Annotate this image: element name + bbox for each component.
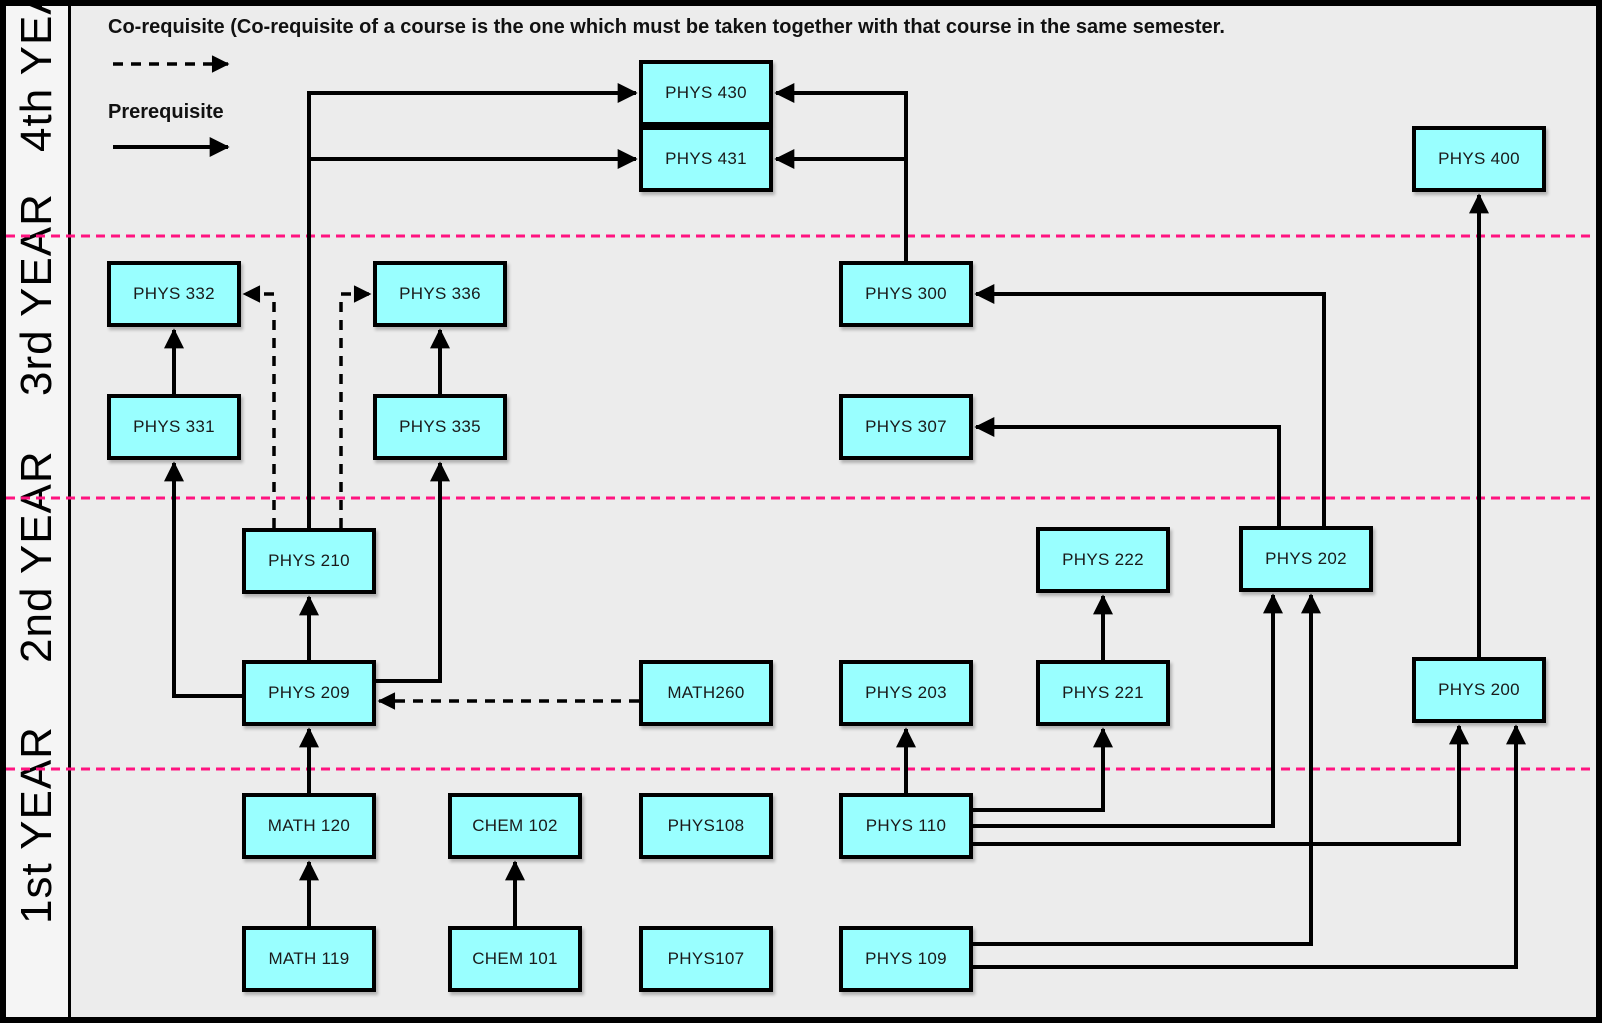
course-label-chem102: CHEM 102 bbox=[472, 816, 558, 835]
course-label-phys202: PHYS 202 bbox=[1265, 549, 1347, 568]
course-label-phys108: PHYS108 bbox=[667, 816, 745, 835]
edges-layer bbox=[6, 55, 1596, 969]
edge-phys110-phys200 bbox=[973, 724, 1469, 846]
course-box-phys200: PHYS 200 bbox=[1412, 657, 1546, 723]
course-box-math119: MATH 119 bbox=[242, 926, 376, 992]
course-box-phys222: PHYS 222 bbox=[1036, 527, 1170, 593]
course-label-phys107: PHYS107 bbox=[667, 949, 745, 968]
legend-corequisite-label: Co-requisite (Co-requisite of a course i… bbox=[108, 16, 1225, 38]
course-box-phys110: PHYS 110 bbox=[839, 793, 973, 859]
edge-phys210-phys332 bbox=[242, 285, 276, 528]
course-label-phys209: PHYS 209 bbox=[268, 683, 350, 702]
course-label-phys332: PHYS 332 bbox=[133, 284, 215, 303]
course-label-phys307: PHYS 307 bbox=[865, 417, 947, 436]
course-box-phys202: PHYS 202 bbox=[1239, 526, 1373, 592]
course-box-phys331: PHYS 331 bbox=[107, 394, 241, 460]
edge-phys202-phys307 bbox=[974, 417, 1281, 526]
year-dividers bbox=[6, 234, 1596, 771]
edge-phys209-phys335 bbox=[376, 461, 450, 683]
edge-phys210-phys336 bbox=[339, 285, 372, 528]
course-box-phys210: PHYS 210 bbox=[242, 528, 376, 594]
course-box-phys300: PHYS 300 bbox=[839, 261, 973, 327]
course-label-math120: MATH 120 bbox=[267, 816, 351, 835]
course-label-phys109: PHYS 109 bbox=[865, 949, 947, 968]
course-label-phys110: PHYS 110 bbox=[865, 816, 947, 835]
course-label-phys331: PHYS 331 bbox=[133, 417, 215, 436]
course-box-math120: MATH 120 bbox=[242, 793, 376, 859]
course-label-chem101: CHEM 101 bbox=[472, 949, 558, 968]
course-label-phys221: PHYS 221 bbox=[1062, 683, 1144, 702]
year-sidebar bbox=[6, 6, 71, 1017]
legend-prerequisite-label: Prerequisite bbox=[108, 101, 224, 123]
course-label-math260: MATH260 bbox=[667, 683, 745, 702]
course-box-phys307: PHYS 307 bbox=[839, 394, 973, 460]
edge-group bbox=[113, 55, 1526, 969]
course-box-chem102: CHEM 102 bbox=[448, 793, 582, 859]
edge-phys110-phys202 bbox=[973, 593, 1283, 828]
course-box-phys221: PHYS 221 bbox=[1036, 660, 1170, 726]
edge-phys110-phys221 bbox=[973, 727, 1113, 812]
course-box-chem101: CHEM 101 bbox=[448, 926, 582, 992]
course-box-phys332: PHYS 332 bbox=[107, 261, 241, 327]
course-label-phys431: PHYS 431 bbox=[665, 149, 747, 168]
course-box-phys336: PHYS 336 bbox=[373, 261, 507, 327]
course-label-math119: MATH 119 bbox=[268, 949, 350, 968]
edge-phys300-phys430 bbox=[774, 83, 908, 261]
edge-phys109-phys202 bbox=[973, 593, 1321, 946]
course-box-phys335: PHYS 335 bbox=[373, 394, 507, 460]
course-label-phys210: PHYS 210 bbox=[268, 551, 350, 570]
course-box-phys430: PHYS 430 bbox=[639, 60, 773, 126]
course-box-phys203: PHYS 203 bbox=[839, 660, 973, 726]
course-label-phys203: PHYS 203 bbox=[865, 683, 947, 702]
course-label-phys430: PHYS 430 bbox=[665, 83, 747, 102]
edge-phys109-phys200 bbox=[973, 724, 1526, 969]
edge-phys202-phys300 bbox=[974, 284, 1326, 526]
edge-phys210-phys430 bbox=[307, 83, 638, 528]
course-label-phys335: PHYS 335 bbox=[399, 417, 481, 436]
course-box-math260: MATH260 bbox=[639, 660, 773, 726]
course-box-phys108: PHYS108 bbox=[639, 793, 773, 859]
course-label-phys400: PHYS 400 bbox=[1438, 149, 1520, 168]
course-box-phys107: PHYS107 bbox=[639, 926, 773, 992]
course-box-phys109: PHYS 109 bbox=[839, 926, 973, 992]
course-label-phys336: PHYS 336 bbox=[399, 284, 481, 303]
course-box-phys431: PHYS 431 bbox=[639, 126, 773, 192]
course-label-phys222: PHYS 222 bbox=[1062, 550, 1144, 569]
course-box-phys400: PHYS 400 bbox=[1412, 126, 1546, 192]
course-label-phys300: PHYS 300 bbox=[865, 284, 947, 303]
course-box-phys209: PHYS 209 bbox=[242, 660, 376, 726]
edge-phys209-phys331 bbox=[164, 461, 242, 698]
course-label-phys200: PHYS 200 bbox=[1438, 680, 1520, 699]
